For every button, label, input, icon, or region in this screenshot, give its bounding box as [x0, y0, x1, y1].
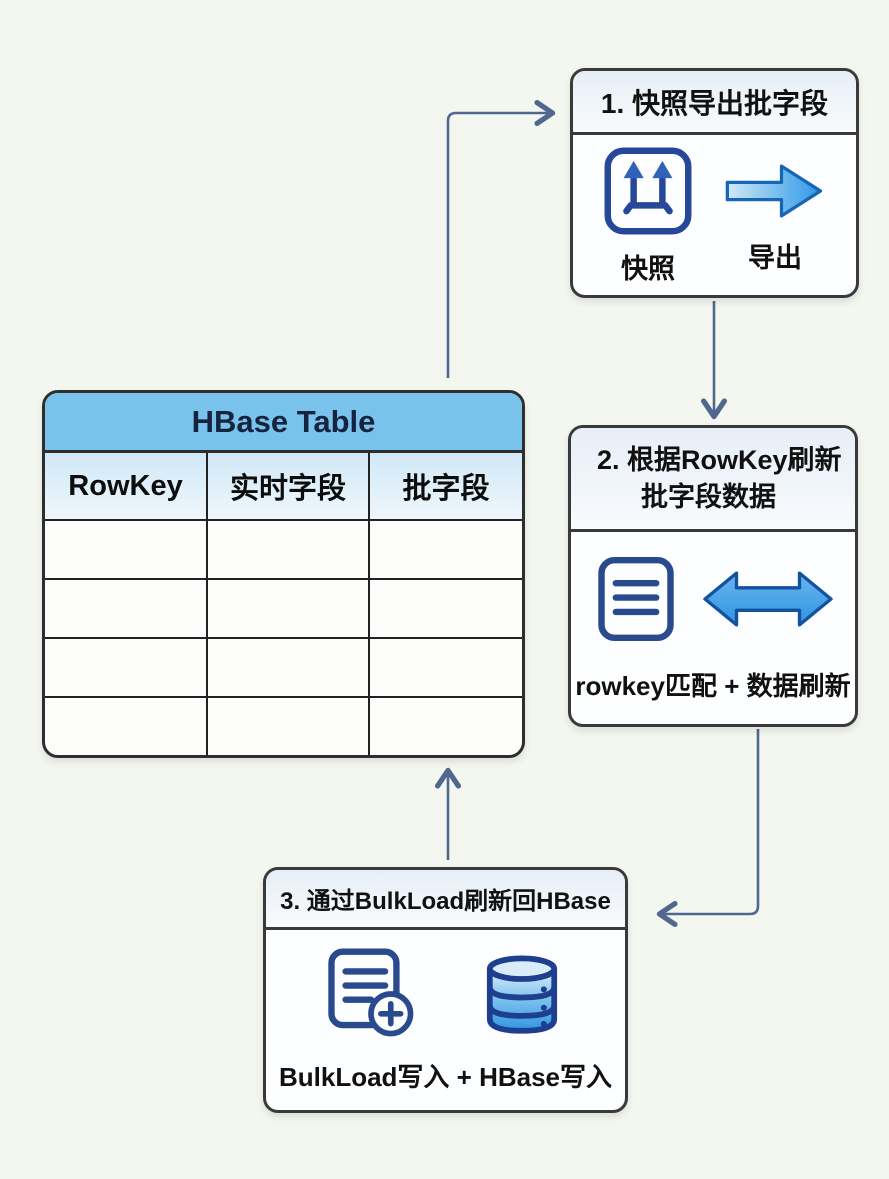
bulkload-document-add-icon	[328, 948, 414, 1037]
step1-title: 1. 快照导出批字段	[573, 71, 856, 135]
table-cell	[45, 639, 208, 696]
export-label: 导出	[748, 242, 802, 273]
step1-box: 1. 快照导出批字段 快照	[570, 68, 859, 298]
table-cell	[45, 580, 208, 637]
table-cell	[208, 639, 370, 696]
hbase-database-icon	[486, 955, 558, 1034]
hbase-table-header-row: RowKey 实时字段 批字段	[45, 453, 522, 521]
table-row	[45, 639, 522, 698]
export-arrow-icon	[725, 163, 823, 218]
hbase-table: HBase Table RowKey 实时字段 批字段	[42, 390, 525, 758]
step2-title: 2. 根据RowKey刷新 批字段数据	[571, 428, 855, 532]
table-cell	[208, 580, 370, 637]
step3-title: 3. 通过BulkLoad刷新回HBase	[266, 870, 625, 930]
column-header-realtime-field: 实时字段	[208, 453, 370, 519]
arrow-table-to-step1	[446, 100, 556, 378]
table-cell	[45, 698, 208, 755]
table-row	[45, 580, 522, 639]
snapshot-label: 快照	[621, 253, 675, 284]
table-empty-rows	[45, 521, 522, 755]
table-cell	[208, 698, 370, 755]
step3-caption: BulkLoad写入 + HBase写入	[278, 1062, 612, 1093]
table-row	[45, 521, 522, 580]
snapshot-icon	[604, 147, 692, 234]
document-icon	[597, 556, 674, 642]
step2-title-line1: 2. 根据RowKey刷新	[597, 445, 842, 476]
column-header-rowkey: RowKey	[45, 453, 208, 519]
arrow-step2-to-step3	[656, 729, 760, 927]
table-cell	[208, 521, 370, 578]
step2-caption: rowkey匹配 + 数据刷新	[575, 671, 851, 701]
step2-box: 2. 根据RowKey刷新 批字段数据 rowkey匹配 + 数	[568, 425, 858, 727]
table-row	[45, 698, 522, 755]
column-header-batch-field: 批字段	[402, 473, 490, 505]
step3-box: 3. 通过BulkLoad刷新回HBase	[263, 867, 628, 1113]
step2-title-line2: 批字段数据	[641, 481, 776, 512]
table-cell	[45, 521, 208, 578]
table-cell	[370, 698, 522, 755]
table-cell	[370, 580, 522, 637]
table-cell	[370, 639, 522, 696]
double-arrow-icon	[703, 571, 833, 627]
table-cell	[370, 521, 522, 578]
hbase-table-title: HBase Table	[45, 393, 522, 453]
